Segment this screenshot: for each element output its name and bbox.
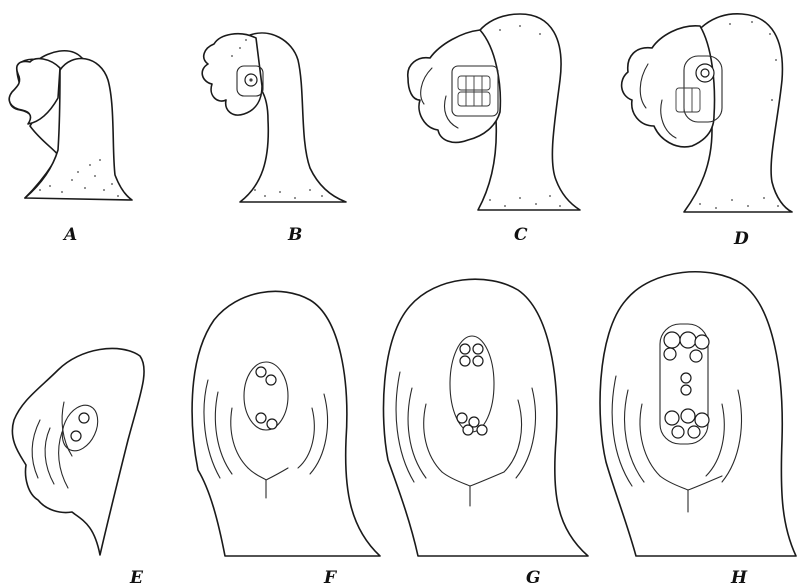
panel-f-label: F <box>323 568 338 586</box>
panel-g-nucleus-2 <box>473 344 483 354</box>
panel-b-nucleus <box>249 78 252 81</box>
panel-e: E <box>12 348 144 586</box>
panel-a-label: A <box>62 225 77 245</box>
panel-g-nucleus-4 <box>473 356 483 366</box>
panel-g-nucleus-3 <box>460 356 470 366</box>
panel-d-megaspore-nucleus <box>701 69 709 77</box>
panel-c: C <box>408 14 580 245</box>
panel-f-nucleus-3 <box>256 413 266 423</box>
panel-e-label: E <box>129 568 144 586</box>
panel-g-nucleus-1 <box>460 344 470 354</box>
panel-d-ovule-lobes <box>622 26 715 147</box>
panel-g-label: G <box>526 568 541 586</box>
panel-b-label: B <box>287 225 302 245</box>
panel-a: A <box>9 51 132 245</box>
panel-d: D <box>622 14 792 249</box>
panel-g-nucleus-8 <box>477 425 487 435</box>
panel-f-nucleus-4 <box>267 419 277 429</box>
panel-g-ovule-body <box>383 279 588 556</box>
panel-h-polar-nucleus-1 <box>681 373 691 383</box>
panel-e-nucleus-2 <box>71 431 81 441</box>
panel-f-nucleus-2 <box>266 375 276 385</box>
panel-f: F <box>192 291 380 586</box>
panel-f-ovule-body <box>192 291 380 556</box>
panel-h-label: H <box>730 568 748 586</box>
panel-d-label: D <box>733 229 749 249</box>
panel-h: H <box>600 272 796 586</box>
panel-g-nucleus-7 <box>463 425 473 435</box>
panel-c-label: C <box>514 225 528 245</box>
panel-f-nucleus-1 <box>256 367 266 377</box>
panel-h-polar-nucleus-2 <box>681 385 691 395</box>
panel-g: G <box>383 279 588 586</box>
panel-b: B <box>202 33 346 245</box>
panel-e-nucleus-1 <box>79 413 89 423</box>
panel-g-nucleus-5 <box>457 413 467 423</box>
